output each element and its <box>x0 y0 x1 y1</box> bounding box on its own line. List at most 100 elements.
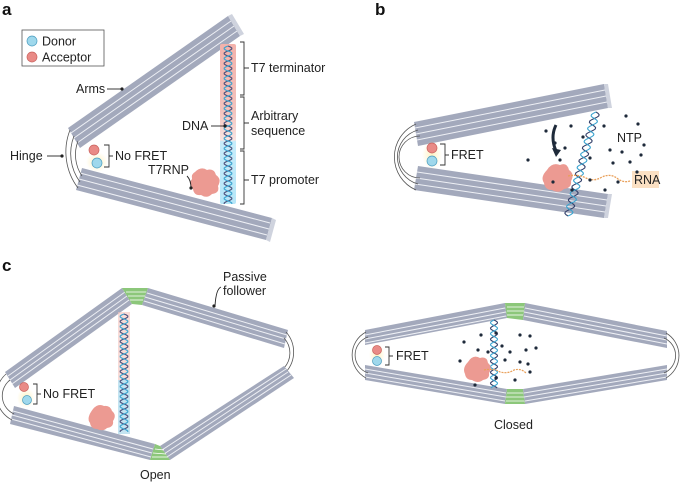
dna-strand <box>565 111 599 217</box>
ntp-dot <box>462 340 466 344</box>
t7-terminator-label: T7 terminator <box>251 61 325 75</box>
panel-letter-b: b <box>375 0 385 19</box>
ntp-dot <box>508 350 512 354</box>
t7rnp-protein <box>542 164 573 192</box>
dna-strand <box>223 45 233 204</box>
hinge-label: Hinge <box>10 149 43 163</box>
ntp-dot <box>608 148 612 152</box>
t7rnp-label: T7RNP <box>148 163 189 177</box>
dna-helix <box>119 313 129 432</box>
ntp-dot <box>620 150 624 154</box>
dna-helix <box>564 111 600 217</box>
ntp-dot <box>588 178 592 182</box>
ntp-dot <box>636 122 640 126</box>
donor-dye-icon <box>372 356 382 366</box>
donor-legend-icon <box>26 35 38 47</box>
fret-label: FRET <box>396 349 429 363</box>
rna-strand <box>483 368 527 374</box>
acceptor-legend-icon <box>26 51 38 63</box>
ntp-dot <box>513 378 517 382</box>
hinge-arcs <box>65 129 83 189</box>
ntp-dot <box>528 334 532 338</box>
ntp-dot <box>518 333 522 337</box>
legend-donor-label: Donor <box>42 35 76 49</box>
ntp-dot <box>551 180 555 184</box>
ntp-dot <box>558 158 562 162</box>
arms-label: Arms <box>76 82 105 96</box>
arbitrary-label-line1: Arbitrary <box>251 109 299 123</box>
ntp-dot <box>526 158 530 162</box>
dna-strand <box>119 313 129 432</box>
ntp-dot <box>569 124 573 128</box>
upper-arm <box>68 14 244 148</box>
ntp-dot <box>494 331 498 335</box>
donor-dye-icon <box>22 395 32 405</box>
ntp-dot <box>639 153 643 157</box>
dna-strand <box>489 319 499 389</box>
passive-follower-line2: follower <box>223 284 266 298</box>
panel-letter-a: a <box>2 0 12 19</box>
legend-acceptor-label: Acceptor <box>42 51 91 65</box>
arbitrary-label-line2: sequence <box>251 124 305 138</box>
ntp-dot <box>602 124 606 128</box>
closed-label: Closed <box>494 418 533 432</box>
ntp-dot <box>473 383 477 387</box>
fret-bracket <box>440 143 446 166</box>
t7rnp-protein <box>464 356 491 382</box>
ntp-dots <box>458 331 538 387</box>
ntp-dot <box>635 170 639 174</box>
acceptor-dye-icon <box>19 382 29 392</box>
closed-state-structure <box>351 303 680 404</box>
t7-promoter-label: T7 promoter <box>251 173 319 187</box>
dna-label: DNA <box>182 119 209 133</box>
ntp-dot <box>476 348 480 352</box>
rna-label: RNA <box>634 173 661 187</box>
dna-strand <box>119 313 129 432</box>
donor-dye-icon <box>426 155 438 167</box>
acceptor-dye-icon <box>88 144 100 156</box>
rna-strand <box>567 174 631 183</box>
ntp-dot <box>624 114 628 118</box>
t7rnp-protein <box>88 405 115 431</box>
ntp-dot <box>526 362 530 366</box>
ntp-dot <box>534 346 538 350</box>
rotation-arrow-icon <box>551 124 558 152</box>
ntp-dot <box>458 359 462 363</box>
ntp-dot <box>553 141 557 145</box>
ntp-dots <box>526 114 646 192</box>
ntp-dot <box>570 188 574 192</box>
dna-glow <box>220 44 236 204</box>
donor-dye-icon <box>91 157 103 169</box>
fret-label: FRET <box>451 148 484 162</box>
ntp-dot <box>628 160 632 164</box>
ntp-dot <box>494 376 498 380</box>
passive-follower-line1: Passive <box>223 270 267 284</box>
ntp-dot <box>524 348 528 352</box>
ntp-dot <box>581 135 585 139</box>
no-fret-label: No FRET <box>115 149 167 163</box>
hinge-connector-bottom <box>150 444 170 460</box>
legend: Donor Acceptor <box>21 29 105 67</box>
acceptor-dye-icon <box>426 142 438 154</box>
acceptor-dye-icon <box>372 345 382 355</box>
no-fret-label: No FRET <box>43 387 95 401</box>
ntp-dot <box>518 360 522 364</box>
panel-c: c <box>0 256 680 482</box>
panel-a: a Donor Acceptor <box>2 0 325 242</box>
panel-b: b FRET RNA NTP <box>375 0 661 218</box>
lower-arm <box>76 168 276 242</box>
ntp-dot <box>500 344 504 348</box>
ntp-dot <box>642 143 646 147</box>
ntp-dot <box>528 370 532 374</box>
t7rnp-protein <box>190 168 220 197</box>
ntp-dot <box>616 180 620 184</box>
ntp-dot <box>603 188 607 192</box>
ntp-dot <box>611 161 615 165</box>
ntp-dot <box>544 129 548 133</box>
ntp-dot <box>486 350 490 354</box>
ntp-dot <box>588 156 592 160</box>
ntp-label: NTP <box>617 131 642 145</box>
open-label: Open <box>140 468 171 482</box>
ntp-dot <box>563 146 567 150</box>
panel-letter-c: c <box>2 256 11 275</box>
